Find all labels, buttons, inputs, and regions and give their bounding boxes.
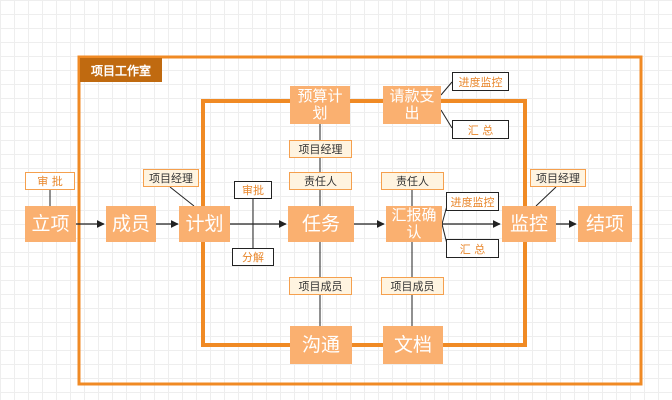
node-huibao: 汇报确认	[386, 206, 442, 242]
tag-manager-budget: 项目经理	[289, 140, 352, 158]
tag-manager-plan: 项目经理	[143, 169, 199, 187]
node-qingkuan: 请款支出	[383, 86, 441, 124]
node-lixiang: 立项	[25, 206, 76, 242]
note-progress-mid: 进度监控	[446, 192, 499, 211]
note-summary-top: 汇 总	[452, 120, 509, 139]
tag-member-report: 项目成员	[381, 277, 444, 295]
link-summary-top	[440, 109, 453, 129]
tag-responsible-report: 责任人	[381, 172, 444, 190]
node-yusuan: 预算计划	[290, 86, 350, 124]
link-manager-monitor	[535, 186, 557, 207]
note-plan-split: 分解	[232, 248, 274, 266]
tag-manager-monitor: 项目经理	[530, 169, 586, 187]
tag-shenpi: 审 批	[25, 172, 75, 190]
tag-responsible-task: 责任人	[289, 172, 352, 190]
link-progress-top	[440, 81, 453, 96]
note-plan-approve: 审批	[234, 181, 272, 199]
node-jiexiang: 结项	[578, 206, 632, 242]
diagram-title: 项目工作室	[80, 58, 162, 82]
node-chengyuan: 成员	[106, 206, 156, 242]
node-renwu: 任务	[288, 206, 354, 242]
node-jiankong: 监控	[502, 206, 556, 242]
note-summary-mid: 汇 总	[446, 239, 499, 258]
link-manager-plan	[169, 186, 195, 207]
outer-frame	[77, 55, 643, 386]
node-goutong: 沟通	[290, 326, 352, 364]
note-progress-top: 进度监控	[452, 72, 509, 91]
tag-member-task: 项目成员	[289, 277, 352, 295]
node-wendang: 文档	[383, 326, 443, 364]
node-jihua: 计划	[179, 206, 230, 242]
